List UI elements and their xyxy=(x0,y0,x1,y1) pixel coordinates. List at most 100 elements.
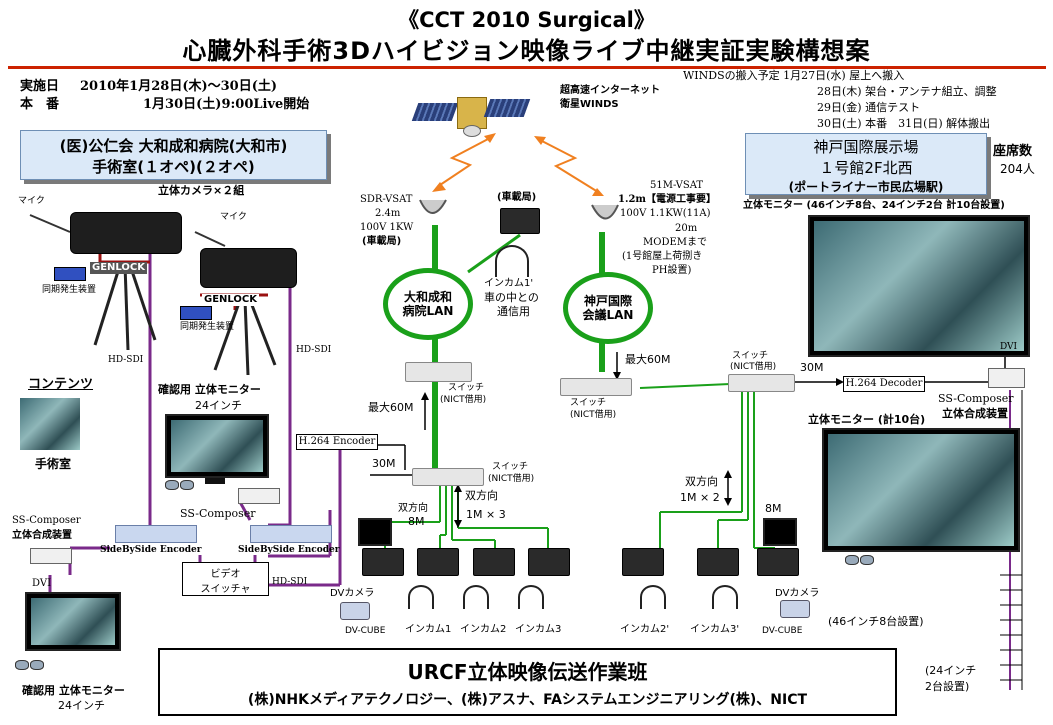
page-subtitle: 心臓外科手術3Dハイビジョン映像ライブ中継実証実験構想案 xyxy=(182,37,871,65)
video-switcher: ビデオ スイッチャ xyxy=(182,562,269,596)
ss-composer-left-sub: 立体合成装置 xyxy=(12,530,72,541)
sync-generator-2 xyxy=(180,306,212,320)
mic-label-2: マイク xyxy=(220,212,247,222)
right-vsat-3: 100V 1.1KW(11A) xyxy=(620,208,711,219)
inch46-label: (46インチ8台設置) xyxy=(828,615,924,628)
inch24-label-1: (24インチ xyxy=(925,664,977,677)
sbs-encoder-label-2: SideBySide Encoder xyxy=(238,545,340,555)
monitor-mid-label: 立体モニター (計10台) xyxy=(808,413,926,426)
switch-center-label-2: (NICT借用) xyxy=(488,474,535,484)
stereo-camera-1 xyxy=(70,212,182,254)
switch-far-right-label-1: スイッチ xyxy=(732,351,769,361)
operating-room-photo xyxy=(20,398,80,450)
satellite-label-2: 衛星WINDS xyxy=(560,99,619,110)
ss-composer-device-right xyxy=(988,368,1025,388)
dvi-right-label: DVI xyxy=(1000,342,1018,352)
vehicle-comm-2: 通信用 xyxy=(497,305,530,318)
bidir-left-1: 双方向 xyxy=(398,503,428,514)
genlock-label-1: GENLOCK xyxy=(90,262,148,274)
bidir-center-2: 1M × 3 xyxy=(466,508,506,521)
headset-icon xyxy=(640,585,666,609)
vehicle-device xyxy=(500,208,540,234)
monitor-stand xyxy=(205,478,225,484)
switch-left-top-label-2: (NICT借用) xyxy=(440,395,487,405)
dvi-label-left: DVI xyxy=(32,578,52,589)
headset-icon xyxy=(495,245,529,277)
vsat-dish-left xyxy=(419,199,447,214)
device-box-5 xyxy=(622,548,664,576)
dvcube-right-label: DV-CUBE xyxy=(762,626,803,636)
contents-label: コンテンツ xyxy=(28,377,94,392)
venue-box: 神戸国際展示場 １号館2F北西 (ポートライナー市民広場駅) xyxy=(745,133,987,195)
bottom-monitor-size: 24インチ xyxy=(58,699,105,712)
camera-label: 立体カメラ×２組 xyxy=(158,184,245,197)
arrowhead xyxy=(432,182,446,192)
hospital-name: (医)公仁会 大和成和病院(大和市) xyxy=(59,137,288,155)
vehicle-label: (車載局) xyxy=(497,192,537,203)
ss-composer-right-sub: 立体合成装置 xyxy=(942,407,1008,420)
max60-left: 最大60M xyxy=(368,401,414,414)
arrowhead xyxy=(592,188,604,196)
device-box-2 xyxy=(417,548,459,576)
3d-glasses-icon xyxy=(15,660,45,670)
device-box-4 xyxy=(528,548,570,576)
ss-composer-left-label: SS-Composer xyxy=(12,515,81,526)
monitor-mid xyxy=(822,428,1020,552)
bidir-right-2: 1M × 2 xyxy=(680,491,720,504)
winds-schedule-3: 29日(金) 通信テスト xyxy=(817,101,921,114)
bidir-left-2: 8M xyxy=(408,515,425,528)
hospital-box: (医)公仁会 大和成和病院(大和市) 手術室(１オペ)(２オペ) xyxy=(20,130,327,180)
sbs-encoder-device-1 xyxy=(115,525,197,543)
ss-composer-mid-label: SS-Composer xyxy=(180,507,256,520)
monitor-top xyxy=(808,215,1030,357)
left-vsat-2: 2.4m xyxy=(375,208,401,219)
confirm-monitor-size: 24インチ xyxy=(195,399,242,412)
hospital-lan-label-1: 大和成和 xyxy=(403,289,452,304)
footer-members: (株)NHKメディアテクノロジー、(株)アスナ、FAシステムエンジニアリング(株… xyxy=(247,692,808,708)
ss-composer-device-mid xyxy=(238,488,280,504)
h264-decoder: H.264 Decoder xyxy=(843,376,925,392)
venue-hall: １号館2F北西 xyxy=(819,159,913,177)
header-divider xyxy=(8,66,1046,69)
winds-schedule-2: 28日(木) 架台・アンテナ組立、調整 xyxy=(817,85,997,98)
headset-icon xyxy=(408,585,434,609)
sync-label-1: 同期発生装置 xyxy=(42,285,97,295)
hdsdi-label-2: HD-SDI xyxy=(296,345,332,355)
dv-camera-right xyxy=(780,600,810,618)
right-vsat-6: (1号館屋上荷捌き xyxy=(622,251,703,262)
inch24-label-2: 2台設置) xyxy=(925,680,970,693)
device-box-7 xyxy=(757,548,799,576)
headset-icon xyxy=(518,585,544,609)
satellite-label-1: 超高速インターネット xyxy=(560,85,660,96)
dv-camera-left xyxy=(340,602,370,620)
hospital-lan-label-2: 病院LAN xyxy=(402,304,454,318)
live-label: 本 番 xyxy=(20,97,60,112)
device-box-6 xyxy=(697,548,739,576)
switch-far-right-label-2: (NICT借用) xyxy=(730,362,777,372)
satellite-icon xyxy=(411,85,531,145)
operating-room-label: 手術室 xyxy=(35,457,72,471)
seats-label: 座席数 xyxy=(993,144,1033,159)
rate30-left: 30M xyxy=(372,457,396,470)
device-box-1 xyxy=(362,548,404,576)
bidir-right-1: 双方向 xyxy=(685,475,718,488)
device-box-3 xyxy=(473,548,515,576)
live-value: 1月30日(土)9:00Live開始 xyxy=(143,97,310,112)
3d-glasses-icon xyxy=(845,555,875,565)
sync-generator-1 xyxy=(54,267,86,281)
intercom-2: インカム2 xyxy=(460,624,507,635)
video-switcher-label-1: ビデオ xyxy=(210,569,241,580)
right-vsat-2: 1.2m【電源工事要】 xyxy=(618,194,716,205)
date-value: 2010年1月28日(木)～30日(土) xyxy=(80,79,278,94)
video-switcher-label-2: スイッチャ xyxy=(200,584,251,595)
kobe-lan-label-2: 会議LAN xyxy=(582,308,634,322)
satellite-link-left xyxy=(439,137,491,186)
dvcube-left-label: DV-CUBE xyxy=(345,626,386,636)
left-vsat-1: SDR-VSAT xyxy=(360,194,413,205)
satellite-link-right xyxy=(539,139,599,193)
stereo-camera-2 xyxy=(200,248,297,288)
h264-encoder: H.264 Encoder xyxy=(296,434,378,450)
right-vsat-1: 51M-VSAT xyxy=(650,180,704,191)
switch-center xyxy=(412,468,484,486)
